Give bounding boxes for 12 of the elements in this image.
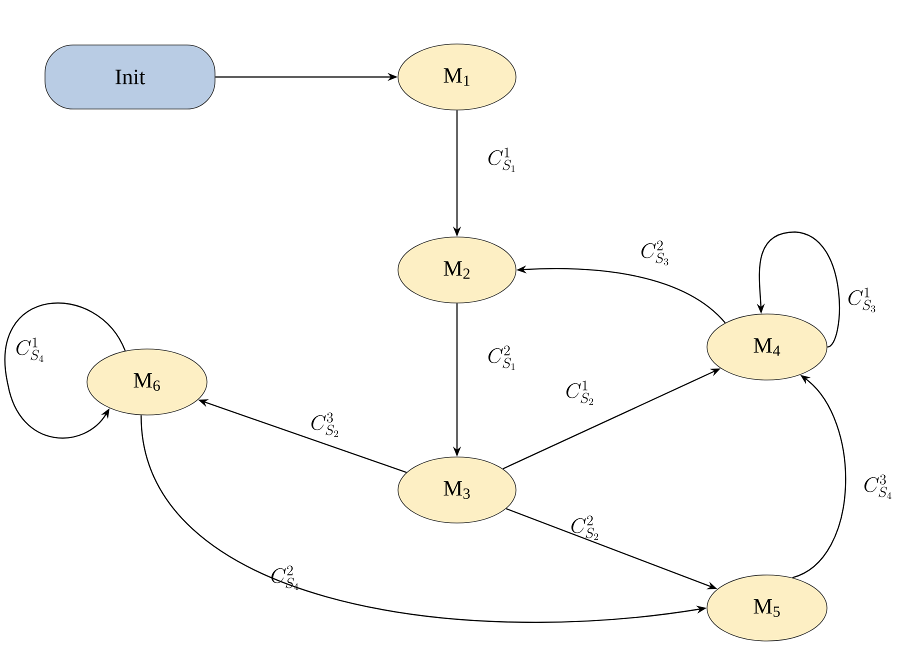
start-box: Init — [44, 44, 216, 110]
edge-label: $C_{S_4}^{1}$ — [16, 338, 44, 362]
arrow — [4, 302, 126, 439]
edge-label: $C_{S_1}^{2}$ — [488, 346, 515, 370]
edge-label: $C_{S_4}^{3}$ — [864, 474, 892, 500]
edge-label: $C_{S_4}^{2}$ — [271, 566, 298, 590]
edge-label: $C_{S_2}^{2}$ — [571, 516, 598, 540]
edge-label: $C_{S_2}^{1}$ — [566, 380, 594, 406]
edge-label: $C_{S_3}^{2}$ — [641, 240, 668, 266]
edge-label: $C_{S_3}^{1}$ — [848, 288, 876, 312]
edge-label: $C_{S_1}^{1}$ — [488, 148, 515, 172]
edge-label: $C_{S_2}^{3}$ — [311, 412, 338, 438]
